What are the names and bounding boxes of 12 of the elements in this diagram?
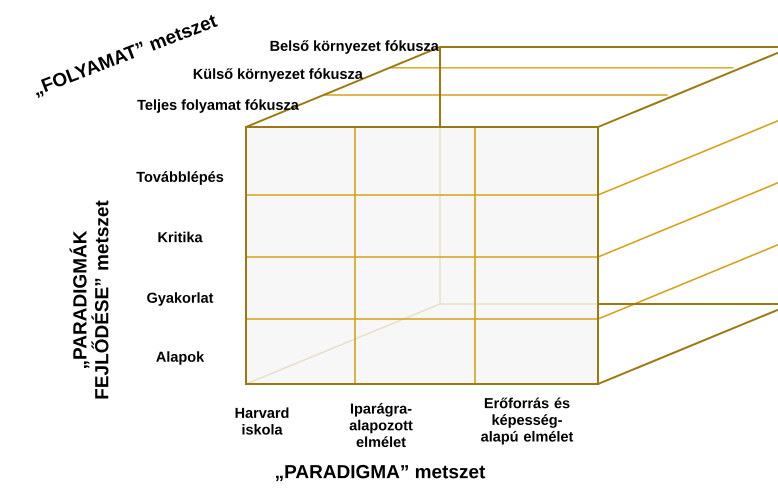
column-label: Harvard iskola [236,407,288,435]
row-label: Továbblépés [136,171,224,185]
axis-title: „PARADIGMÁK FEJLŐDÉSE” metszet [70,200,108,398]
row-label: Kritika [158,232,203,242]
row-label: Alapok [156,351,204,365]
layer-label: Teljes folyamat fókusza [137,99,299,113]
column-label: Iparágra-alapozott elmélet [350,402,413,448]
column-label: Erőforrás és képesség-alapú elmélet [481,398,574,444]
layer-label: Belső környezet fókusza [270,40,439,54]
axis-title: „PARADIGMA” metszet [276,464,486,482]
layer-label: Külső környezet fókusza [194,68,363,82]
row-label: Gyakorlat [147,292,214,306]
